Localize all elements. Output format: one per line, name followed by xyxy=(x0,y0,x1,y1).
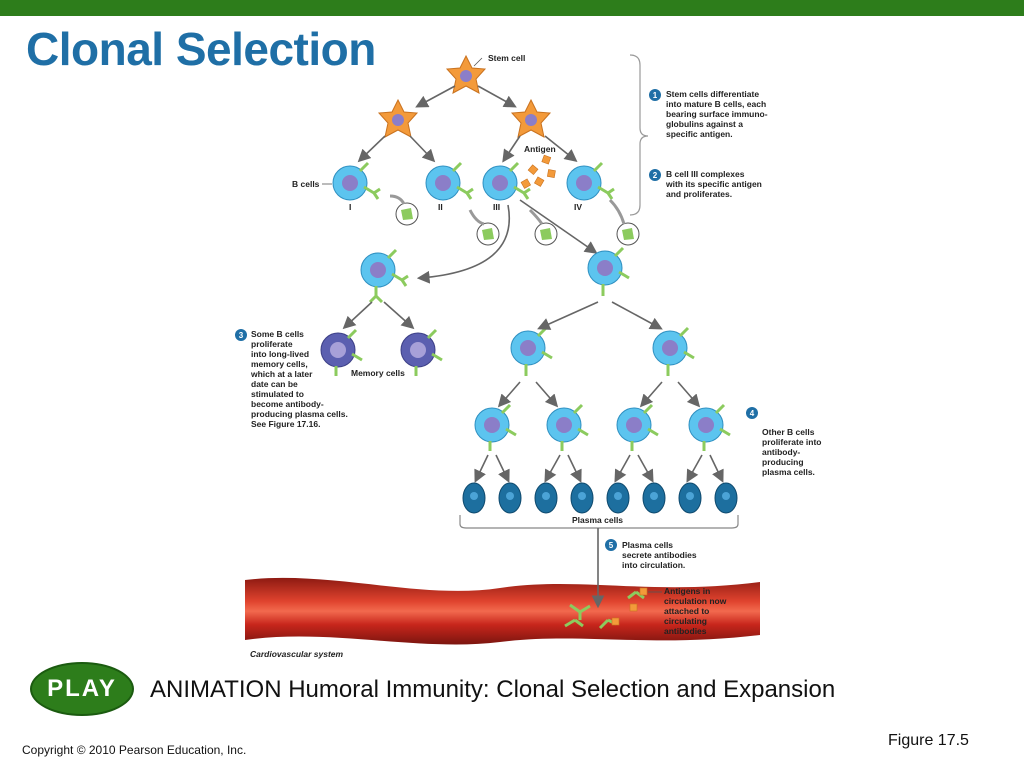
stem-cells xyxy=(377,54,552,138)
svg-text:into circulation.: into circulation. xyxy=(622,560,685,570)
play-button-label: PLAY xyxy=(47,675,117,702)
step-4-text: Other B cells proliferate into antibody-… xyxy=(762,427,822,477)
svg-text:Other B cells: Other B cells xyxy=(762,427,815,437)
svg-text:bearing surface immuno-: bearing surface immuno- xyxy=(666,109,768,119)
svg-text:specific antigen.: specific antigen. xyxy=(666,129,733,139)
antigen-attached-text: Antigens in circulation now attached to … xyxy=(664,586,727,636)
svg-text:proliferate into: proliferate into xyxy=(762,437,822,447)
animation-caption: ANIMATION Humoral Immunity: Clonal Selec… xyxy=(150,676,836,703)
svg-text:attached to: attached to xyxy=(664,606,709,616)
svg-text:Antigens in: Antigens in xyxy=(664,586,710,596)
svg-text:secrete antibodies: secrete antibodies xyxy=(622,550,697,560)
svg-text:circulation now: circulation now xyxy=(664,596,727,606)
antigen-particles xyxy=(520,154,556,189)
cell-numeral-i: I xyxy=(349,202,351,212)
svg-text:producing: producing xyxy=(762,457,804,467)
svg-text:See Figure 17.16.: See Figure 17.16. xyxy=(251,419,320,429)
svg-text:Stem cells differentiate: Stem cells differentiate xyxy=(666,89,759,99)
slide-title: Clonal Selection xyxy=(26,23,376,75)
play-animation-button[interactable]: PLAY xyxy=(30,662,134,716)
b-cells-label: B cells xyxy=(292,179,320,189)
svg-text:Some B cells: Some B cells xyxy=(251,329,304,339)
svg-text:memory cells,: memory cells, xyxy=(251,359,308,369)
svg-text:B cell III complexes: B cell III complexes xyxy=(666,169,745,179)
copyright-text: Copyright © 2010 Pearson Education, Inc. xyxy=(22,743,247,757)
svg-text:become antibody-: become antibody- xyxy=(251,399,324,409)
receptor-zoom-details xyxy=(389,194,640,246)
plasma-cells-label: Plasma cells xyxy=(572,515,623,525)
svg-text:which at a later: which at a later xyxy=(250,369,313,379)
cell-numeral-iii: III xyxy=(493,202,500,212)
step-5-text: Plasma cells secrete antibodies into cir… xyxy=(622,540,697,570)
svg-text:and proliferates.: and proliferates. xyxy=(666,189,732,199)
svg-text:producing plasma cells.: producing plasma cells. xyxy=(251,409,348,419)
cell-numeral-iv: IV xyxy=(574,202,582,212)
step-5-number: 5 xyxy=(609,541,614,550)
svg-text:circulating: circulating xyxy=(664,616,707,626)
stem-cell-label: Stem cell xyxy=(488,53,525,63)
svg-text:globulins against a: globulins against a xyxy=(666,119,743,129)
step-1-text: Stem cells differentiate into mature B c… xyxy=(666,89,768,139)
svg-text:date can be: date can be xyxy=(251,379,298,389)
svg-text:antibodies: antibodies xyxy=(664,626,707,636)
svg-text:antibody-: antibody- xyxy=(762,447,800,457)
svg-text:proliferate: proliferate xyxy=(251,339,293,349)
cardiovascular-label: Cardiovascular system xyxy=(250,649,344,659)
figure-label: Figure 17.5 xyxy=(888,732,969,749)
step-3-number: 3 xyxy=(239,331,244,340)
step-2-number: 2 xyxy=(653,171,658,180)
step-badges xyxy=(235,89,758,551)
svg-text:Plasma cells: Plasma cells xyxy=(622,540,673,550)
step-3-text: Some B cells proliferate into long-lived… xyxy=(250,329,348,429)
circulating-antibodies xyxy=(564,590,645,630)
antigen-label: Antigen xyxy=(524,144,556,154)
cell-numeral-ii: II xyxy=(438,202,443,212)
b-cells-row xyxy=(332,161,615,201)
svg-text:stimulated to: stimulated to xyxy=(251,389,304,399)
svg-text:with its specific antigen: with its specific antigen xyxy=(665,179,762,189)
svg-text:into mature B cells, each: into mature B cells, each xyxy=(666,99,766,109)
step-4-number: 4 xyxy=(750,409,755,418)
memory-cells-label: Memory cells xyxy=(351,368,405,378)
svg-text:into long-lived: into long-lived xyxy=(251,349,309,359)
top-accent-bar xyxy=(0,0,1024,16)
step-2-text: B cell III complexes with its specific a… xyxy=(665,169,762,199)
plasma-cells xyxy=(462,482,738,514)
plasma-branch-cells xyxy=(474,246,731,451)
step-1-number: 1 xyxy=(653,91,658,100)
memory-branch-cells xyxy=(320,248,443,376)
svg-text:plasma cells.: plasma cells. xyxy=(762,467,815,477)
